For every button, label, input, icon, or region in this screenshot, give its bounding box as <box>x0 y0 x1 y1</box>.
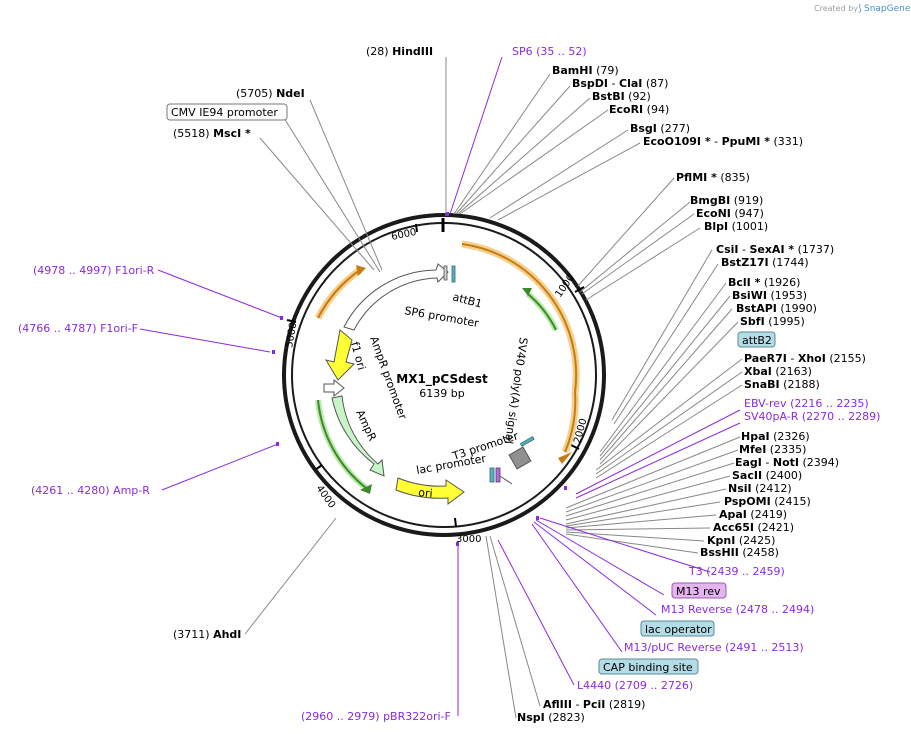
enzyme-leader-lines <box>244 57 743 719</box>
tick-label: 5000 <box>284 322 299 349</box>
enzyme-label: XbaI (2163) <box>744 365 812 378</box>
plasmid-name: MX1_pCSdest <box>396 372 488 387</box>
primer-label: (4766 .. 4787) F1ori-F <box>18 322 138 335</box>
svg-text:CAP binding site: CAP binding site <box>603 661 693 674</box>
enzyme-label: EcoO109I * - PpuMI * (331) <box>643 135 803 148</box>
enzyme-label: CsiI - SexAI * (1737) <box>716 243 834 256</box>
enzyme-label: BsiWI (1953) <box>732 289 807 302</box>
enzyme-label: (5705) NdeI <box>236 87 305 100</box>
enzyme-label: SbfI (1995) <box>740 315 805 328</box>
tick-label: 6000 <box>390 227 417 243</box>
plasmid-size: 6139 bp <box>419 387 464 400</box>
enzyme-label: NsiI (2412) <box>728 482 792 495</box>
enzyme-label: BstZ17I (1744) <box>721 256 809 269</box>
feature-orange-upper <box>461 240 580 393</box>
credit-brand: SnapGene <box>864 4 911 14</box>
enzyme-label: Acc65I (2421) <box>713 521 794 534</box>
enzyme-label: MfeI (2335) <box>739 443 806 456</box>
sp6-promoter-label: SP6 promoter <box>403 304 480 330</box>
m13-rev-box: M13 rev <box>671 582 727 599</box>
enzyme-label: SacII (2400) <box>732 469 802 482</box>
enzyme-label: HpaI (2326) <box>741 430 810 443</box>
ampr-label: AmpR <box>353 408 379 444</box>
attb1-teal-mark <box>451 265 456 283</box>
feature-orange-right <box>558 391 579 464</box>
f1-ori-arrow <box>324 329 355 381</box>
primer-label: (2960 .. 2979) pBR322ori-F <box>301 710 451 723</box>
tick-marks <box>286 218 585 528</box>
primer-leader-lines <box>139 56 741 716</box>
lac-operator-mark <box>489 467 495 483</box>
enzyme-label: BspDI - ClaI (87) <box>572 77 668 90</box>
feature-green-right <box>522 288 559 332</box>
enzyme-label: BclI * (1926) <box>728 276 800 289</box>
primer-ring-marks <box>272 212 567 546</box>
snapgene-logo-icon: ⟆ <box>858 4 862 14</box>
svg-text:attB2: attB2 <box>742 334 772 347</box>
feature-orange-left <box>314 265 366 320</box>
primer-label: SP6 (35 .. 52) <box>512 45 587 58</box>
primer-label: L4440 (2709 .. 2726) <box>577 679 693 692</box>
ori-label: ori <box>418 486 433 500</box>
enzyme-label: EcoRI (94) <box>609 103 669 116</box>
enzyme-label: (3711) AhdI <box>173 628 241 641</box>
m13-mark <box>495 467 501 483</box>
primer-label: T3 (2439 .. 2459) <box>688 565 785 578</box>
cmv-promoter-box: CMV IE94 promoter <box>166 103 288 121</box>
cap-binding-site-box: CAP binding site <box>598 658 699 675</box>
lac-promoter-arrow <box>499 475 513 485</box>
tick-label: 3000 <box>456 534 481 545</box>
primer-label: (4978 .. 4997) F1ori-R <box>33 264 155 277</box>
sv40-polya-label: SV40 poly(A) signal <box>502 337 530 445</box>
svg-text:lac operator: lac operator <box>645 623 712 636</box>
primer-label: M13/pUC Reverse (2491 .. 2513) <box>624 641 804 654</box>
attb2-box: attB2 <box>737 331 776 348</box>
sv40-gray-box <box>508 446 532 470</box>
attb1-label: attB1 <box>451 290 483 310</box>
enzyme-label: EcoNI (947) <box>696 207 764 220</box>
enzyme-label: BlpI (1001) <box>704 220 768 233</box>
primer-label: (4261 .. 4280) Amp-R <box>31 484 150 497</box>
enzyme-label: AflIII - PciI (2819) <box>543 698 645 711</box>
ori-arrow <box>395 477 465 505</box>
enzyme-label: BsgI (277) <box>630 122 690 135</box>
enzyme-label: (28) HindIII <box>366 45 433 58</box>
svg-text:M13 rev: M13 rev <box>676 585 721 598</box>
attb2-teal-mark <box>519 436 535 447</box>
sp6-promoter-arrow <box>343 263 449 331</box>
enzyme-label: PaeR7I - XhoI (2155) <box>744 352 866 365</box>
enzyme-label: NspI (2823) <box>517 711 585 724</box>
tick-label: 4000 <box>314 483 338 510</box>
lac-operator-box: lac operator <box>640 620 715 637</box>
enzyme-label: (5518) MscI * <box>173 127 251 140</box>
enzyme-label: BmgBI (919) <box>690 194 763 207</box>
feature-green-left <box>315 399 372 494</box>
enzyme-label: ApaI (2419) <box>719 508 787 521</box>
attb1-mark <box>443 265 448 281</box>
ampr-promoter-arrow <box>323 378 345 398</box>
enzyme-label: BstAPI (1990) <box>736 302 817 315</box>
enzyme-label: BamHI (79) <box>552 64 619 77</box>
credit-prefix: Created by <box>814 4 858 13</box>
enzyme-label: BssHII (2458) <box>700 546 779 559</box>
primer-label: SV40pA-R (2270 .. 2289) <box>744 410 880 423</box>
enzyme-label: PflMI * (835) <box>676 171 750 184</box>
ampr-arrow <box>331 395 385 477</box>
enzyme-label: EagI - NotI (2394) <box>735 456 839 469</box>
primer-label: M13 Reverse (2478 .. 2494) <box>661 603 814 616</box>
primer-label: EBV-rev (2216 .. 2235) <box>744 397 869 410</box>
enzyme-label: SnaBI (2188) <box>744 378 820 391</box>
enzyme-label: BstBI (92) <box>592 90 651 103</box>
enzyme-label: KpnI (2425) <box>707 534 775 547</box>
svg-text:CMV IE94 promoter: CMV IE94 promoter <box>171 106 278 119</box>
enzyme-label: PspOMI (2415) <box>724 495 811 508</box>
